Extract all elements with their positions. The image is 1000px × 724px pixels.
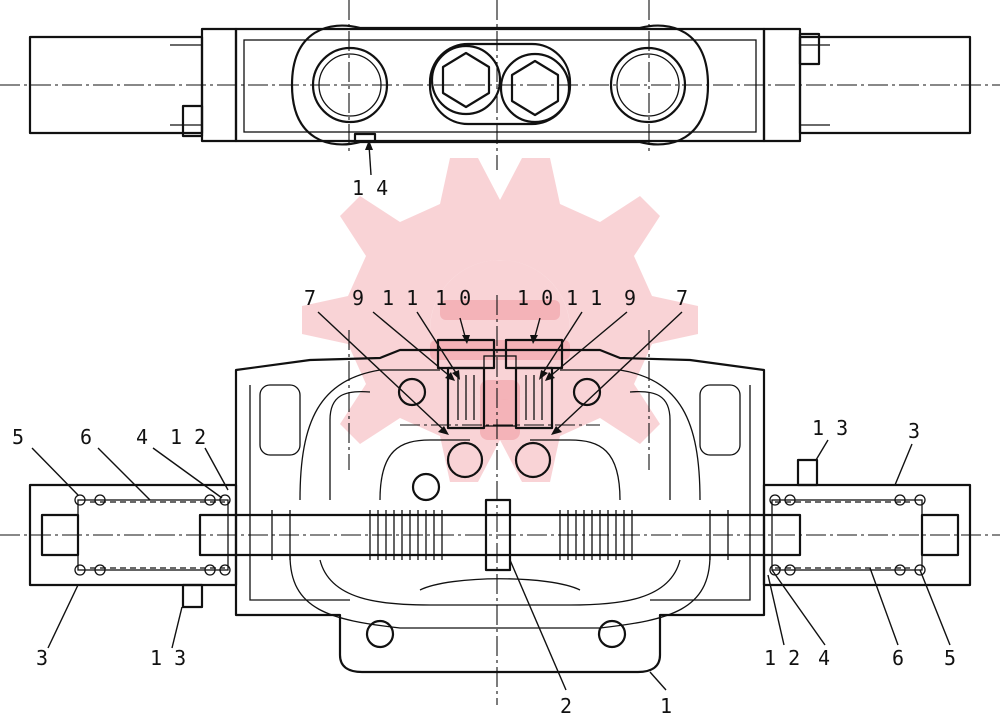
callout-3-right: 3 <box>908 419 920 443</box>
callout-9-right: 9 <box>624 286 636 310</box>
watermark-logo <box>302 158 698 482</box>
callout-7-left: 7 <box>304 286 316 310</box>
callout-12-left: 1 2 <box>170 425 206 449</box>
callout-14: 1 4 <box>352 176 388 200</box>
callout-5-left: 5 <box>12 425 24 449</box>
callout-7-right: 7 <box>676 286 688 310</box>
callout-10-left: 1 0 <box>435 286 471 310</box>
callout-10-right: 1 0 <box>517 286 553 310</box>
callout-6-right: 6 <box>892 646 904 670</box>
callout-1: 1 <box>660 694 672 718</box>
spool-grooves <box>369 510 633 560</box>
callout-6-left: 6 <box>80 425 92 449</box>
left-spring-coils <box>74 494 231 576</box>
section-view <box>0 295 1000 705</box>
callout-13-right: 1 3 <box>812 416 848 440</box>
leaders <box>31 140 951 691</box>
callout-9-left: 9 <box>352 286 364 310</box>
callout-5-right: 5 <box>944 646 956 670</box>
callout-3-left: 3 <box>36 646 48 670</box>
callout-11-right: 1 1 <box>566 286 602 310</box>
callout-2: 2 <box>560 694 572 718</box>
callout-4-left: 4 <box>136 425 148 449</box>
callout-labels: 1 4 7 9 1 1 1 0 1 0 1 1 9 7 5 6 4 1 2 1 … <box>12 176 956 718</box>
callout-4-right: 4 <box>818 646 830 670</box>
callout-11-left: 1 1 <box>382 286 418 310</box>
callout-13-left: 1 3 <box>150 646 186 670</box>
callout-12-right: 1 2 <box>764 646 800 670</box>
top-view <box>0 0 1000 170</box>
right-spring-coils <box>769 494 926 576</box>
